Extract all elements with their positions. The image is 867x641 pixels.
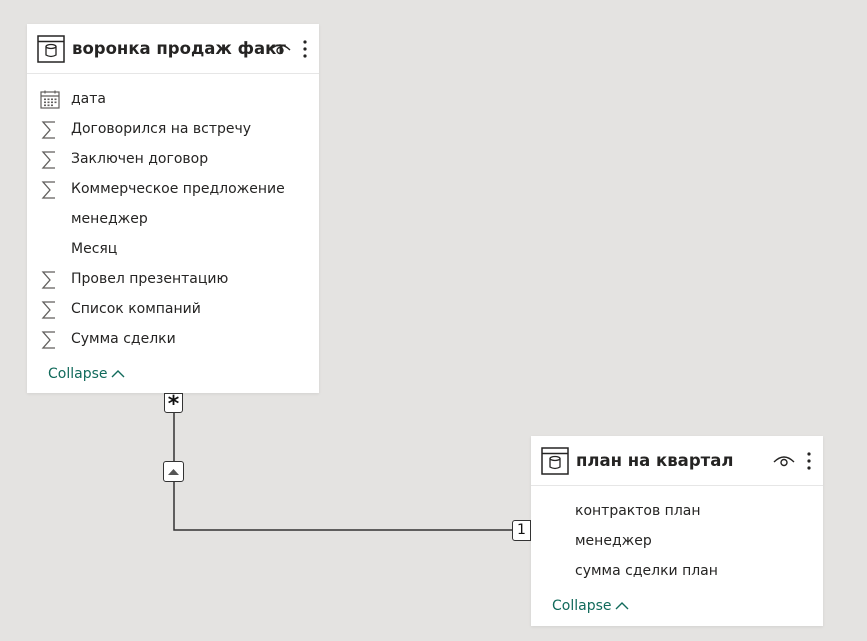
one-marker-label: 1 [517,522,526,538]
field-label: менеджер [575,533,652,549]
field-label: сумма сделки план [575,563,718,579]
chevron-up-icon [111,370,124,378]
more-options-icon[interactable] [806,451,812,471]
chevron-up-icon [615,602,628,610]
single-direction-arrow-icon [168,469,179,475]
cardinality-one-marker[interactable]: 1 [512,520,531,541]
field-label: Сумма сделки [71,331,176,347]
calendar-icon [40,90,60,109]
collapse-button[interactable]: Collapse [48,366,125,382]
collapse-label: Collapse [552,598,612,614]
table-icon [541,447,569,475]
table-header[interactable]: воронка продаж факт [27,24,319,74]
sigma-icon [41,271,55,289]
table-header[interactable]: план на квартал [531,436,823,486]
field-label: Провел презентацию [71,271,229,287]
field-label: Договорился на встречу [71,121,252,137]
collapse-button[interactable]: Collapse [552,598,629,614]
field-label: Заключен договор [71,151,209,167]
sigma-icon [41,331,55,349]
sigma-icon [41,121,55,139]
many-marker-label: * [167,392,180,417]
sigma-icon [41,181,55,199]
sigma-icon [41,151,55,169]
collapse-label: Collapse [48,366,108,382]
field-label: дата [71,91,106,107]
field-label: контрактов план [575,503,701,519]
table-card-voronka[interactable]: воронка продаж факт дата До [27,24,319,393]
field-label: менеджер [71,211,148,227]
sigma-icon [41,301,55,319]
more-options-icon[interactable] [302,39,308,59]
cardinality-many-marker[interactable]: * [164,393,183,416]
table-icon [37,35,65,63]
cross-filter-direction-marker[interactable] [163,461,184,482]
eye-icon[interactable] [773,454,795,468]
field-label: Коммерческое предложение [71,181,285,197]
field-label: Список компаний [71,301,201,317]
eye-icon[interactable] [269,42,291,56]
field-label: Месяц [71,241,118,257]
table-title: воронка продаж факт [72,39,286,58]
table-card-plan[interactable]: план на квартал контрактов план менеджер… [531,436,823,626]
table-title: план на квартал [576,451,734,470]
